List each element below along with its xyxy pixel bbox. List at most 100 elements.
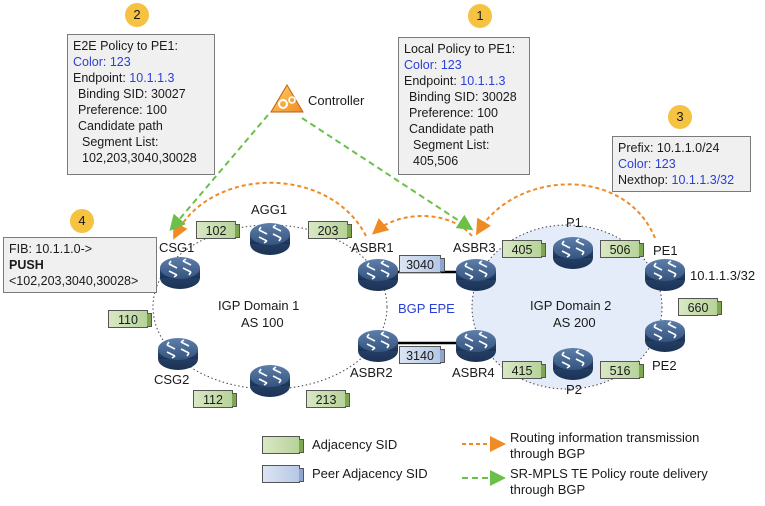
step-badge-2: 2 bbox=[125, 3, 149, 27]
router-pe1 bbox=[644, 258, 686, 292]
local-policy-candidate-path: Candidate path bbox=[409, 122, 494, 136]
router-p2 bbox=[552, 347, 594, 381]
e2e-policy-color: Color: 123 bbox=[73, 55, 131, 69]
node-label-p1: P1 bbox=[566, 215, 582, 230]
local-policy-segment-list: 405,506 bbox=[413, 154, 459, 168]
e2e-endpoint-value: 10.1.1.3 bbox=[129, 71, 175, 85]
node-label-csg2: CSG2 bbox=[154, 372, 190, 387]
bgp-route-curve-asbr1-csg1 bbox=[173, 181, 367, 240]
legend-peer-adjacency-swatch bbox=[262, 465, 304, 483]
e2e-policy-preference: Preference: 100 bbox=[78, 103, 167, 117]
sid-value-102: 102 bbox=[205, 224, 227, 238]
sid-value-405: 405 bbox=[511, 243, 533, 257]
sid-value-660: 660 bbox=[687, 301, 709, 315]
router-p1 bbox=[552, 236, 594, 270]
sid-value-112: 112 bbox=[203, 393, 223, 407]
e2e-policy-binding-sid: Binding SID: 30027 bbox=[78, 87, 186, 101]
sid-value-415: 415 bbox=[511, 364, 533, 378]
router-agg2 bbox=[249, 364, 291, 398]
node-label-csg1: CSG1 bbox=[159, 240, 195, 255]
bgp-route-curve-pe1-asbr3 bbox=[475, 183, 656, 239]
local-policy-binding-sid: Binding SID: 30028 bbox=[409, 90, 517, 104]
node-label-asbr4: ASBR4 bbox=[452, 365, 495, 380]
node-label-agg1: AGG1 bbox=[251, 202, 288, 217]
policy-delivery-controller-asbr3 bbox=[301, 117, 474, 231]
router-asbr4 bbox=[455, 329, 497, 363]
node-label-pe2: PE2 bbox=[652, 358, 677, 373]
prefix-route-box: Prefix: 10.1.1.0/24 Color: 123 Nexthop: … bbox=[612, 136, 751, 192]
router-asbr2 bbox=[357, 329, 399, 363]
sid-value-506: 506 bbox=[609, 243, 631, 257]
router-asbr1 bbox=[357, 258, 399, 292]
domain-1-name: IGP Domain 1 bbox=[218, 298, 300, 313]
domain-1-as: AS 100 bbox=[241, 315, 284, 330]
fib-entry-box: FIB: 10.1.1.0-> PUSH <102,203,3040,30028… bbox=[3, 237, 157, 293]
sid-tag-102: 102 bbox=[196, 221, 240, 239]
sid-value-516: 516 bbox=[609, 364, 631, 378]
local-endpoint-value: 10.1.1.3 bbox=[460, 74, 506, 88]
local-policy-box: Local Policy to PE1: Color: 123 Endpoint… bbox=[398, 37, 530, 175]
domain-2-name: IGP Domain 2 bbox=[530, 298, 612, 313]
sid-tag-203: 203 bbox=[308, 221, 352, 239]
legend-peer-adjacency-label: Peer Adjacency SID bbox=[312, 466, 428, 481]
router-csg1 bbox=[159, 256, 201, 290]
step-badge-4: 4 bbox=[70, 209, 94, 233]
sid-tag-660: 660 bbox=[678, 298, 722, 316]
legend-adjacency-swatch bbox=[262, 436, 304, 454]
bgp-epe-label: BGP EPE bbox=[398, 301, 455, 316]
router-pe2 bbox=[644, 319, 686, 353]
sid-value-3040: 3040 bbox=[406, 258, 434, 272]
prefix-color: Color: 123 bbox=[618, 157, 676, 171]
local-endpoint-label: Endpoint: bbox=[404, 74, 461, 88]
prefix-nexthop: Nexthop: 10.1.1.3/32 bbox=[618, 172, 745, 188]
fib-push: PUSH bbox=[9, 258, 44, 272]
router-csg2 bbox=[157, 337, 199, 371]
step-badge-1: 1 bbox=[468, 4, 492, 28]
sid-value-110: 110 bbox=[118, 313, 138, 327]
step-badge-3: 3 bbox=[668, 105, 692, 129]
sid-tag-110: 110 bbox=[108, 310, 152, 328]
node-label-asbr3: ASBR3 bbox=[453, 240, 496, 255]
fib-label-stack: <102,203,3040,30028> bbox=[9, 274, 139, 288]
sid-tag-516: 516 bbox=[600, 361, 644, 379]
router-agg1 bbox=[249, 222, 291, 256]
e2e-policy-box: E2E Policy to PE1: Color: 123 Endpoint: … bbox=[67, 34, 215, 175]
pe1-address-label: 10.1.1.3/32 bbox=[690, 268, 756, 283]
sid-value-3140: 3140 bbox=[406, 349, 434, 363]
legend-srte-line1: SR-MPLS TE Policy route delivery bbox=[510, 466, 708, 481]
controller-icon bbox=[270, 84, 304, 113]
nexthop-label: Nexthop: bbox=[618, 173, 672, 187]
sid-tag-415: 415 bbox=[502, 361, 546, 379]
local-policy-endpoint: Endpoint: 10.1.1.3 bbox=[404, 73, 524, 89]
e2e-policy-segment-list-label: Segment List: bbox=[82, 135, 159, 149]
e2e-endpoint-label: Endpoint: bbox=[73, 71, 130, 85]
sid-tag-112: 112 bbox=[193, 390, 237, 408]
local-policy-title: Local Policy to PE1: bbox=[404, 42, 516, 56]
node-label-asbr1: ASBR1 bbox=[351, 240, 394, 255]
igp-domain-2-boundary bbox=[471, 224, 663, 390]
sid-tag-213: 213 bbox=[306, 390, 350, 408]
local-policy-color: Color: 123 bbox=[404, 58, 462, 72]
legend-adjacency-label: Adjacency SID bbox=[312, 437, 398, 452]
e2e-policy-endpoint: Endpoint: 10.1.1.3 bbox=[73, 70, 209, 86]
local-policy-preference: Preference: 100 bbox=[409, 106, 498, 120]
sid-tag-506: 506 bbox=[600, 240, 644, 258]
node-label-asbr2: ASBR2 bbox=[350, 365, 393, 380]
fib-prefix: FIB: 10.1.1.0-> bbox=[9, 242, 93, 256]
e2e-policy-segment-list: 102,203,3040,30028 bbox=[82, 151, 197, 165]
e2e-policy-title: E2E Policy to PE1: bbox=[73, 39, 178, 53]
router-asbr3 bbox=[455, 258, 497, 292]
domain-2-as: AS 200 bbox=[553, 315, 596, 330]
sid-value-213: 213 bbox=[315, 393, 337, 407]
sid-tag-3040: 3040 bbox=[399, 255, 445, 273]
legend-routing-line1: Routing information transmission bbox=[510, 430, 700, 445]
policy-delivery-controller-csg1 bbox=[169, 114, 269, 232]
node-label-pe1: PE1 bbox=[653, 243, 678, 258]
node-label-p2: P2 bbox=[566, 382, 582, 397]
local-policy-segment-list-label: Segment List: bbox=[413, 138, 490, 152]
sid-tag-405: 405 bbox=[502, 240, 546, 258]
e2e-policy-candidate-path: Candidate path bbox=[78, 119, 163, 133]
prefix-value: Prefix: 10.1.1.0/24 bbox=[618, 141, 720, 155]
controller-label: Controller bbox=[308, 93, 365, 108]
